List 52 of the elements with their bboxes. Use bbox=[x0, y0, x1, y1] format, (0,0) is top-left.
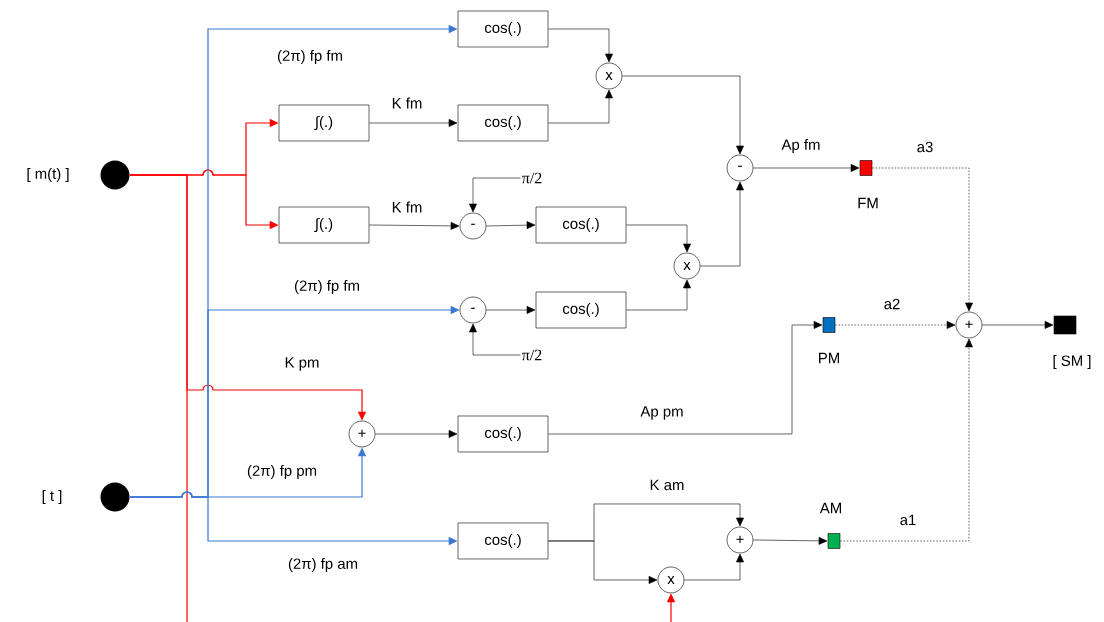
arrow bbox=[684, 553, 744, 581]
arrow bbox=[626, 224, 691, 253]
edge-label: K fm bbox=[390, 200, 424, 214]
terminal-label: [ t ] bbox=[42, 490, 62, 504]
function-box: cos(.) bbox=[457, 10, 549, 48]
arrow bbox=[872, 167, 973, 312]
phase-label: π/2 bbox=[522, 349, 542, 361]
arrow bbox=[375, 430, 458, 438]
edge-label: (2π) fp pm bbox=[245, 464, 319, 480]
edge-label: a1 bbox=[898, 513, 918, 527]
leader-arrow bbox=[469, 323, 521, 356]
arrow bbox=[548, 321, 823, 435]
edge-label: (2π) fp fm bbox=[276, 49, 344, 65]
terminal-label: FM bbox=[858, 197, 878, 209]
phase-label: π/2 bbox=[522, 172, 542, 184]
arrow bbox=[626, 279, 691, 311]
edge-label: a2 bbox=[882, 297, 902, 311]
arrow bbox=[753, 164, 860, 172]
arrow bbox=[753, 536, 828, 545]
arrow bbox=[548, 540, 658, 584]
terminal-label: [ m(t) ] bbox=[27, 168, 69, 182]
edge-label: (2π) fp am bbox=[286, 557, 360, 573]
function-box: cos(.) bbox=[535, 206, 627, 244]
arrow bbox=[369, 222, 460, 230]
arrow bbox=[840, 338, 973, 542]
arrow bbox=[700, 181, 744, 267]
edge-label: Ap fm bbox=[780, 138, 822, 154]
arrow bbox=[548, 28, 613, 63]
function-box: ∫(.) bbox=[278, 206, 370, 244]
arrow bbox=[486, 306, 536, 314]
leader-arrow bbox=[469, 177, 521, 213]
function-box: ∫(.) bbox=[278, 104, 370, 142]
function-box: cos(.) bbox=[535, 291, 627, 329]
function-box: cos(.) bbox=[457, 522, 549, 560]
arrow bbox=[835, 321, 956, 329]
terminal-label: AM bbox=[819, 502, 841, 514]
arrow bbox=[982, 321, 1054, 329]
arrow bbox=[548, 89, 613, 124]
terminal-label: [ SM ] bbox=[1053, 355, 1091, 369]
edge-label: K am bbox=[648, 478, 686, 492]
function-box: cos(.) bbox=[457, 415, 549, 453]
connector-line bbox=[129, 174, 188, 622]
edge-label: a3 bbox=[915, 140, 935, 154]
edge-label: (2π) fp fm bbox=[293, 279, 361, 295]
arrow bbox=[486, 221, 536, 230]
terminal-label: PM bbox=[819, 352, 839, 364]
arrow bbox=[369, 119, 458, 127]
arrow bbox=[622, 75, 744, 155]
function-box: cos(.) bbox=[457, 104, 549, 142]
edge-label: K fm bbox=[390, 96, 424, 110]
edge-label: Ap pm bbox=[639, 405, 685, 421]
edge-label: K pm bbox=[283, 356, 321, 372]
